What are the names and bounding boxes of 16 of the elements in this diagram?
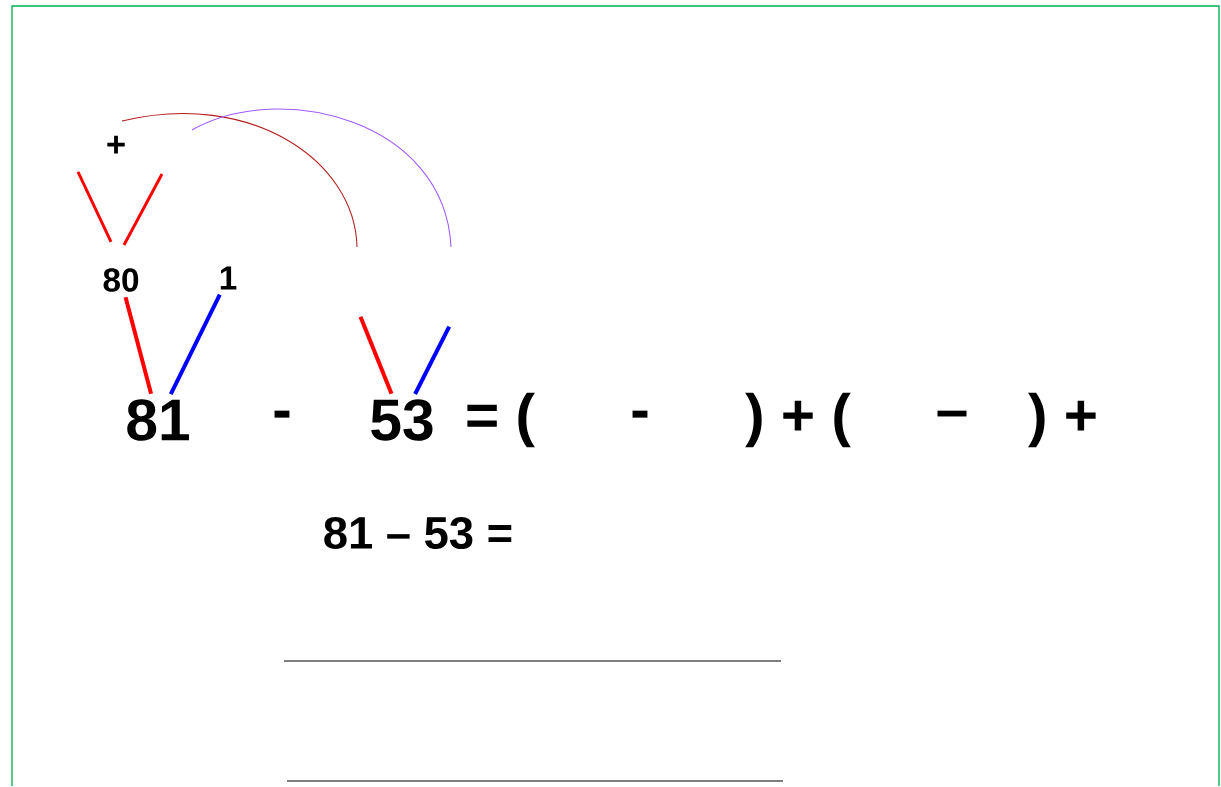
equation-text: = (	[467, 392, 535, 448]
branch-line	[413, 325, 451, 395]
minus-sign: –	[937, 410, 967, 417]
equation-text: ) +	[1028, 392, 1096, 448]
branch-line	[123, 296, 153, 395]
number: 53	[371, 399, 433, 441]
equation-text: 81 – 53 =	[324, 516, 512, 550]
branch-line	[169, 293, 222, 395]
plus-sign: +	[107, 135, 125, 154]
number: 1	[220, 266, 237, 290]
number: 81	[127, 399, 189, 441]
equation-text: ) + (	[745, 392, 851, 448]
branch-line	[358, 315, 394, 395]
minus-sign: -	[274, 410, 290, 418]
number: 80	[103, 268, 139, 292]
minus-sign: -	[632, 410, 648, 418]
